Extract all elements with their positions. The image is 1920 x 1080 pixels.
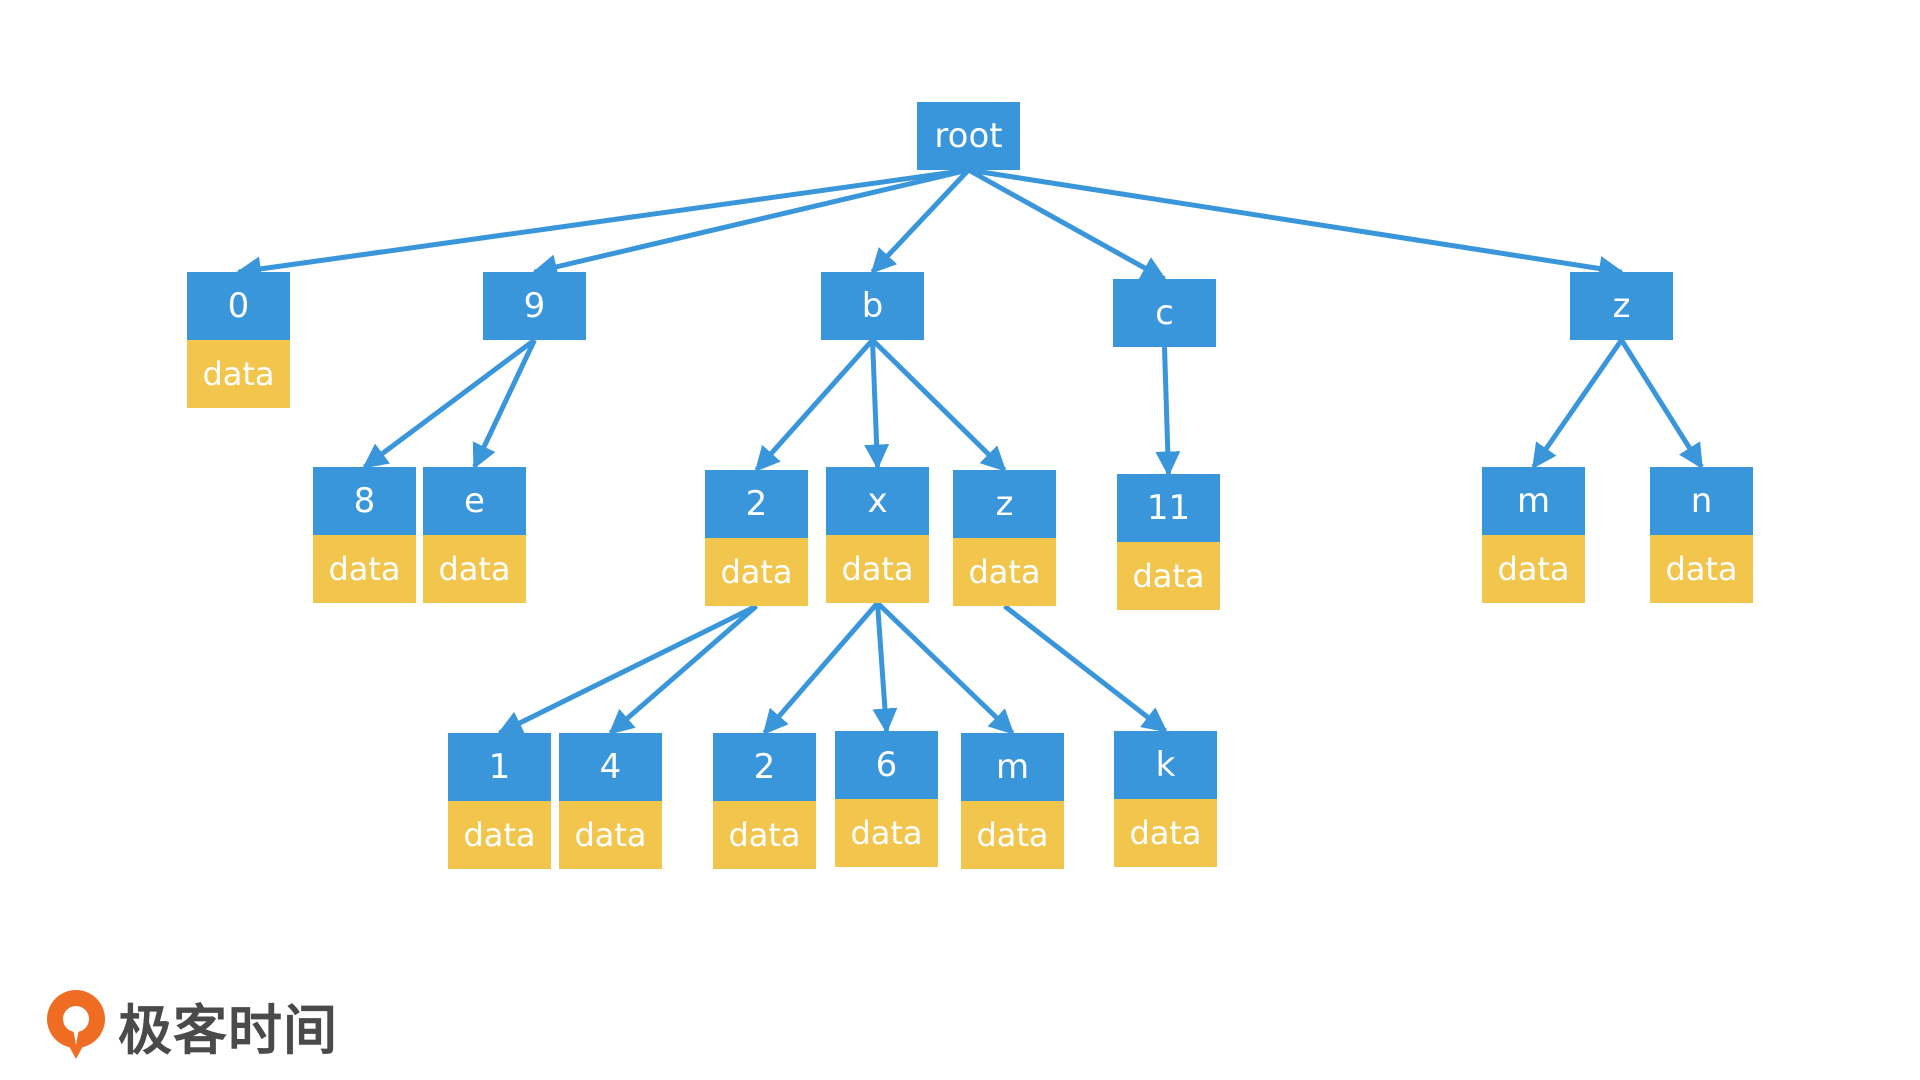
geektime-logo-icon [47,990,105,1059]
node-key: 8 [313,467,416,535]
node-key: e [423,467,526,535]
edge-nc-nc-11 [1155,346,1181,477]
node-data: data [953,538,1056,606]
node-key: 2 [705,470,808,538]
trie-node-nc: c [1113,279,1216,347]
trie-node-nb: b [821,272,924,340]
node-key: root [917,102,1020,170]
node-key: c [1113,279,1216,347]
edge-nz-nz-n [1619,338,1704,470]
trie-node-nz: z [1570,272,1673,340]
brand-name: 极客时间 [118,998,338,1062]
node-key: 0 [187,272,290,340]
edge-root-nb [870,168,971,274]
node-data: data [423,535,526,603]
node-key: m [961,733,1064,801]
node-data: data [448,801,551,869]
node-data: data [1117,542,1220,610]
node-key: k [1114,731,1217,799]
edge-nb-x-nbx-m [875,601,1015,735]
edge-n9-n9-8 [362,337,536,470]
node-key: z [1570,272,1673,340]
brand-logo: 极客时间 [42,985,338,1065]
node-data: data [559,801,662,869]
node-data: data [1482,535,1585,603]
node-data: data [826,535,929,603]
node-data: data [1114,799,1217,867]
node-data: data [1650,535,1753,603]
node-key: 11 [1117,474,1220,542]
edge-nb-2-nb2-1 [497,603,758,736]
edge-root-n9 [532,167,970,280]
node-key: b [821,272,924,340]
edge-nb-nb-z [870,338,1007,472]
node-data: data [713,801,816,869]
edge-nb-z-nbz-k [1002,604,1168,733]
node-data: data [187,340,290,408]
node-key: 4 [559,733,662,801]
edge-nb-nb-2 [754,338,875,472]
node-key: m [1482,467,1585,535]
edge-n9-n9-e [472,338,537,470]
node-key: 2 [713,733,816,801]
edge-root-nz [968,167,1624,281]
node-key: x [826,467,929,535]
edge-nb-x-nbx-6 [872,602,898,734]
edge-root-nc [967,167,1167,282]
trie-node-n9: 9 [483,272,586,340]
edge-nb-nb-x [864,339,890,470]
node-key: 1 [448,733,551,801]
trie-node-root: root [917,102,1020,170]
edge-nb-2-nb2-4 [608,604,759,735]
edge-nz-nz-m [1531,338,1624,470]
node-data: data [705,538,808,606]
edge-root-n0 [236,167,969,282]
node-data: data [313,535,416,603]
node-key: 6 [835,731,938,799]
edge-nb-x-nbx-2 [762,601,880,735]
node-data: data [961,801,1064,869]
node-key: 9 [483,272,586,340]
node-key: n [1650,467,1753,535]
node-data: data [835,799,938,867]
node-key: z [953,470,1056,538]
